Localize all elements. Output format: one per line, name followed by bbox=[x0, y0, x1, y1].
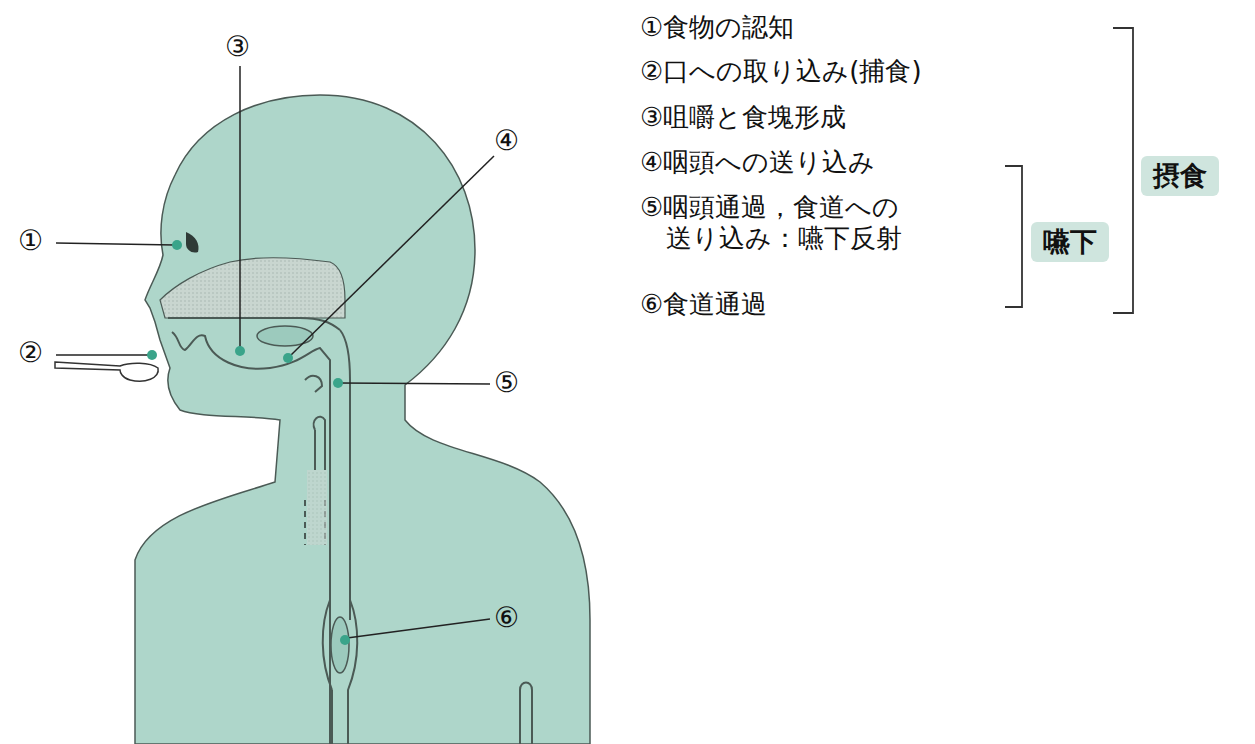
pharynx-wall bbox=[340, 330, 350, 620]
arm-line bbox=[520, 683, 532, 744]
phase-label: 摂食 bbox=[1153, 160, 1207, 192]
esophagus-bulge bbox=[323, 600, 358, 744]
callout-number: ① bbox=[18, 224, 43, 258]
step-text: ⑥食道通過 bbox=[640, 289, 767, 320]
phase-box: 摂食 bbox=[1141, 156, 1219, 196]
esophagus-bolus bbox=[331, 617, 349, 673]
leader-lines bbox=[56, 66, 494, 638]
step-text: ①食物の認知 bbox=[640, 12, 794, 43]
bracket-sesshoku bbox=[1113, 28, 1133, 313]
phase-label: 嚥下 bbox=[1043, 226, 1097, 258]
nasal-cavity bbox=[160, 258, 345, 318]
marker-dots bbox=[147, 240, 350, 645]
trachea-shade bbox=[307, 470, 327, 545]
step-text: ④咽頭への送り込み bbox=[640, 147, 875, 178]
callout-number: ② bbox=[18, 336, 43, 370]
step-text: ⑤咽頭通過，食道への 送り込み：嚥下反射 bbox=[640, 192, 914, 254]
callout-number: ④ bbox=[494, 124, 519, 158]
phase-box: 嚥下 bbox=[1031, 222, 1109, 262]
eye bbox=[186, 232, 199, 253]
epiglottis bbox=[305, 376, 322, 392]
palate bbox=[168, 318, 340, 330]
tongue-bolus bbox=[257, 326, 313, 346]
bracket-enge bbox=[1005, 166, 1022, 307]
oral-cavity bbox=[172, 332, 330, 744]
trachea bbox=[314, 417, 325, 470]
spoon bbox=[55, 362, 158, 381]
step-text: ②口への取り込み(捕食) bbox=[640, 56, 922, 87]
callout-number: ⑥ bbox=[494, 601, 519, 635]
step-text: ③咀嚼と食塊形成 bbox=[640, 102, 846, 133]
callout-number: ⑤ bbox=[494, 366, 519, 400]
body-silhouette bbox=[135, 95, 590, 744]
callout-number: ③ bbox=[225, 30, 250, 64]
